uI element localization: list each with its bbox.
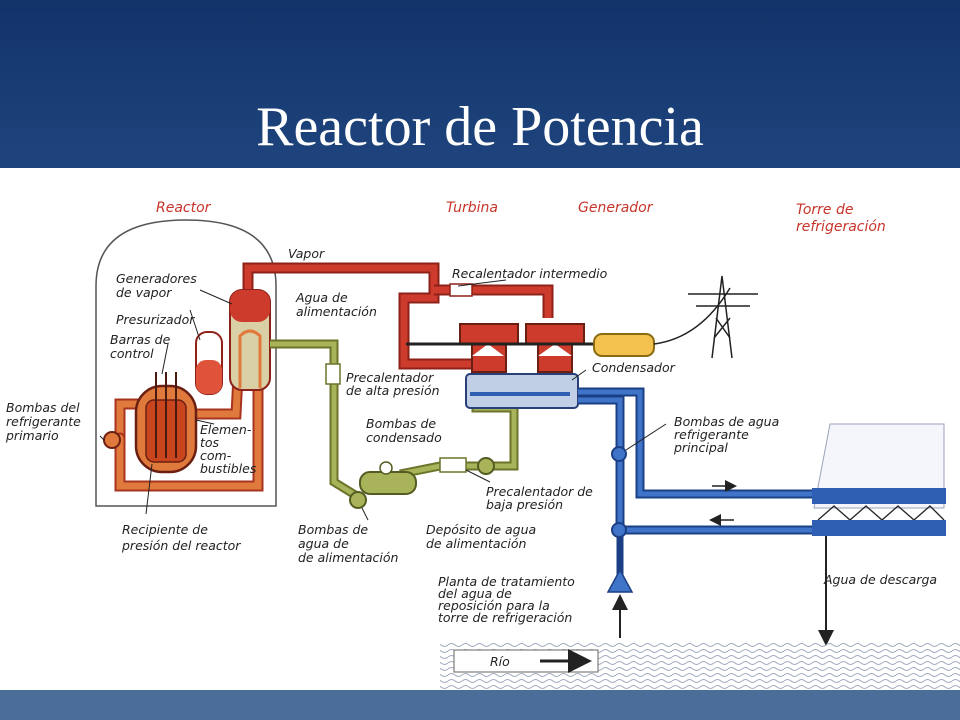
cooling-pump-1 <box>611 446 627 462</box>
reactor-vessel <box>134 372 198 474</box>
transmission-line <box>653 287 731 345</box>
label-vapor: Vapor <box>288 246 325 261</box>
feedwater-line <box>270 339 519 502</box>
slide-title: Reactor de Potencia <box>256 96 704 158</box>
feedwater-pump <box>349 491 367 509</box>
title-bar: Reactor de Potencia <box>0 0 960 168</box>
footer-bar <box>0 690 960 720</box>
label-treatment-plant: Planta de tratamiento del agua de reposi… <box>438 574 579 625</box>
leader-lines <box>99 279 667 521</box>
pressurizer <box>195 331 223 395</box>
label-condensate-pumps: Bombas de condensado <box>366 416 442 445</box>
turbines <box>406 323 596 373</box>
label-reheater: Recalentador intermedio <box>452 266 608 281</box>
primary-loop <box>114 332 264 492</box>
steam-generator <box>229 289 271 391</box>
label-hp-preheater: Precalentador de alta presión <box>346 370 440 398</box>
label-primary-pumps: Bombas del refrigerante primario <box>5 400 85 443</box>
label-steam-generators: Generadores de vapor <box>116 271 201 300</box>
label-fuel-elements: Elemen- tos com- bustibles <box>200 422 257 476</box>
label-control-rods: Barras de control <box>110 332 174 361</box>
label-feedwater: Agua de alimentación <box>295 290 377 319</box>
treatment-pump <box>606 568 634 593</box>
label-condenser: Condensador <box>592 360 676 375</box>
label-feed-pumps: Bombas de agua de de alimentación <box>298 522 399 565</box>
turbine-heading: Turbina <box>446 200 498 216</box>
river <box>440 642 960 690</box>
tower-heading: Torre de refrigeración <box>796 202 886 235</box>
generator <box>593 333 655 357</box>
label-feed-tank: Depósito de agua de alimentación <box>426 522 540 551</box>
cooling-water-loop <box>578 387 944 578</box>
steam-line <box>242 262 554 370</box>
condenser <box>465 373 579 409</box>
cooling-tower <box>812 423 946 646</box>
power-plant-diagram: Reactor Turbina Generador Torre de refri… <box>0 168 960 690</box>
label-river: Río <box>490 654 510 669</box>
diagram-svg: Reactor Turbina Generador Torre de refri… <box>5 200 960 690</box>
generator-heading: Generador <box>578 200 654 216</box>
feedwater-tank <box>359 461 417 495</box>
label-discharge: Agua de descarga <box>823 572 937 587</box>
label-pressurizer: Presurizador <box>116 312 195 327</box>
label-cooling-pumps: Bombas de agua refrigerante principal <box>673 414 783 455</box>
condensate-pump <box>477 457 495 475</box>
label-pressure-vessel: Recipiente de presión del reactor <box>121 522 241 553</box>
label-lp-preheater: Precalentador de baja presión <box>486 484 597 512</box>
transmission-tower <box>688 275 758 359</box>
primary-pump <box>103 431 121 449</box>
reactor-heading: Reactor <box>156 200 212 216</box>
cooling-pump-2 <box>611 522 627 538</box>
